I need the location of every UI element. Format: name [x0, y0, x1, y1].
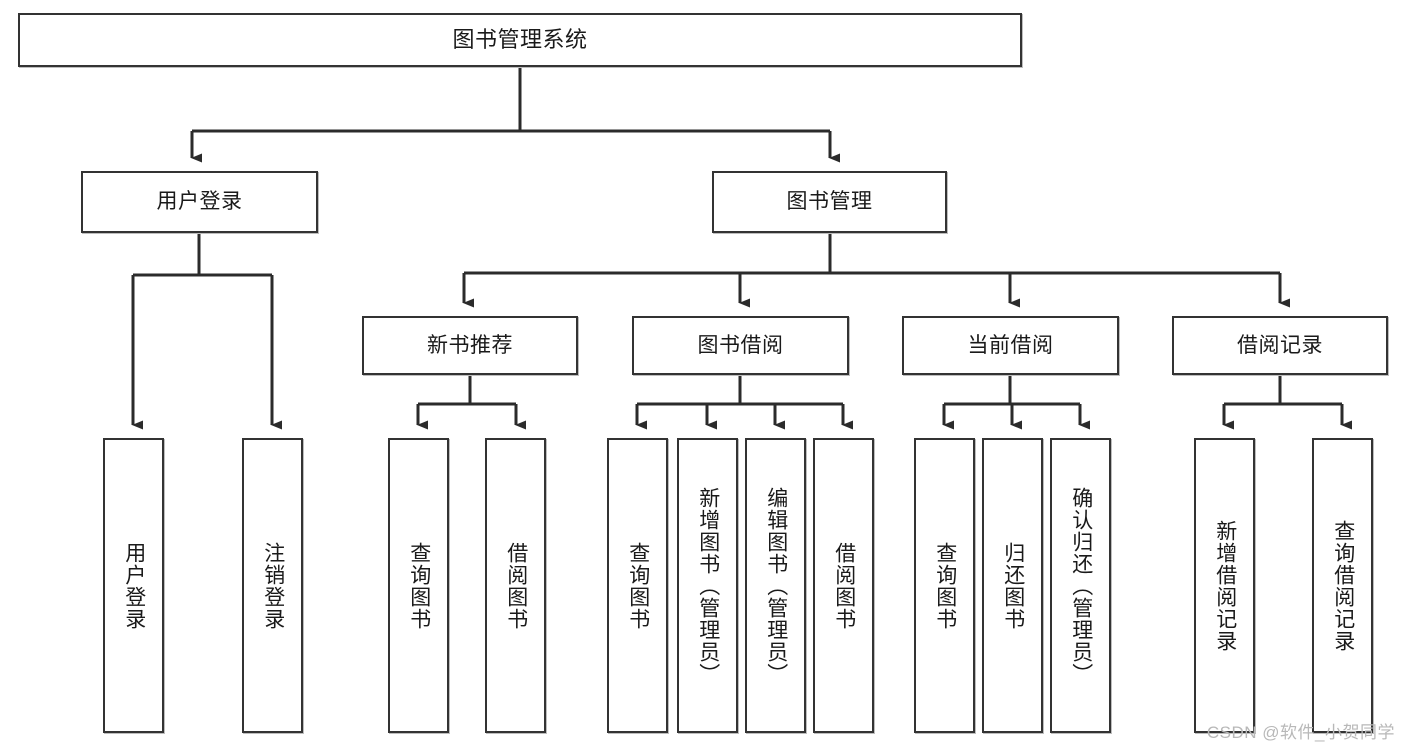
watermark: CSDN @软件_小贺同学 [1206, 723, 1395, 742]
node-root[interactable]: 图书管理系统 [18, 13, 1022, 67]
node-leaf-borrow-book-2-label: 借阅图书 [832, 541, 856, 630]
node-user-login[interactable]: 用户登录 [81, 171, 318, 233]
node-new-book-recommend-label: 新书推荐 [427, 333, 513, 357]
node-leaf-return-book-label: 归还图书 [1001, 541, 1025, 630]
node-leaf-borrow-book-2[interactable]: 借阅图书 [813, 438, 874, 733]
node-leaf-return-book[interactable]: 归还图书 [982, 438, 1043, 733]
node-leaf-borrow-book-1-label: 借阅图书 [504, 541, 528, 630]
node-leaf-query-book-2-label: 查询图书 [626, 541, 650, 630]
node-leaf-add-book-label: 新增图书（管理员） [696, 486, 720, 685]
node-root-label: 图书管理系统 [452, 27, 588, 53]
node-book-manage-label: 图书管理 [786, 190, 873, 214]
node-leaf-logout-label: 注销登录 [261, 541, 285, 630]
node-leaf-user-login-label: 用户登录 [122, 541, 146, 630]
node-book-manage[interactable]: 图书管理 [712, 171, 947, 233]
node-current-borrow[interactable]: 当前借阅 [902, 316, 1119, 375]
node-leaf-add-book[interactable]: 新增图书（管理员） [677, 438, 738, 733]
node-leaf-confirm-return[interactable]: 确认归还（管理员） [1050, 438, 1111, 733]
node-leaf-query-book-3[interactable]: 查询图书 [914, 438, 975, 733]
node-leaf-query-book-1-label: 查询图书 [407, 541, 431, 630]
node-leaf-query-book-2[interactable]: 查询图书 [607, 438, 668, 733]
node-leaf-add-record-label: 新增借阅记录 [1213, 519, 1237, 652]
node-leaf-query-book-3-label: 查询图书 [933, 541, 957, 630]
node-new-book-recommend[interactable]: 新书推荐 [362, 316, 578, 375]
node-borrow-record-label: 借阅记录 [1237, 333, 1323, 357]
node-leaf-edit-book[interactable]: 编辑图书（管理员） [745, 438, 806, 733]
node-leaf-edit-book-label: 编辑图书（管理员） [764, 486, 788, 685]
node-leaf-logout[interactable]: 注销登录 [242, 438, 303, 733]
node-leaf-query-book-1[interactable]: 查询图书 [388, 438, 449, 733]
node-leaf-query-record[interactable]: 查询借阅记录 [1312, 438, 1373, 733]
node-leaf-query-record-label: 查询借阅记录 [1331, 519, 1355, 652]
node-book-borrow[interactable]: 图书借阅 [632, 316, 849, 375]
node-leaf-user-login[interactable]: 用户登录 [103, 438, 164, 733]
node-leaf-borrow-book-1[interactable]: 借阅图书 [485, 438, 546, 733]
node-borrow-record[interactable]: 借阅记录 [1172, 316, 1388, 375]
node-leaf-add-record[interactable]: 新增借阅记录 [1194, 438, 1255, 733]
node-leaf-confirm-return-label: 确认归还（管理员） [1069, 486, 1093, 685]
node-book-borrow-label: 图书借阅 [697, 333, 784, 357]
node-current-borrow-label: 当前借阅 [967, 333, 1054, 357]
node-user-login-label: 用户登录 [156, 190, 243, 214]
